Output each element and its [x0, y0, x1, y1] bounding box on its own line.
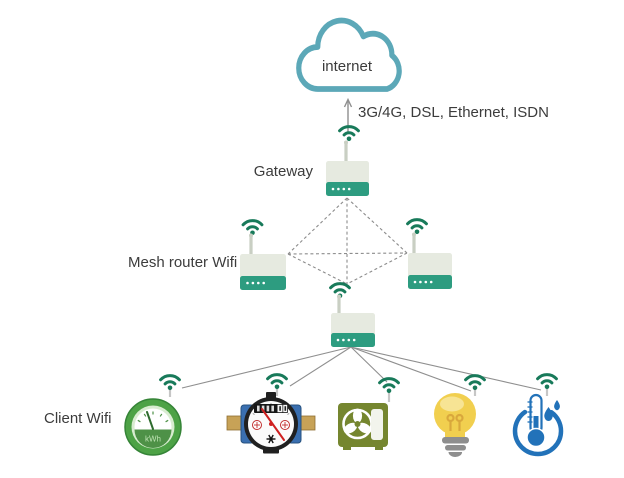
uplink-label: 3G/4G, DSL, Ethernet, ISDN: [358, 104, 549, 121]
wifi-icon: [266, 373, 288, 391]
wifi-icon: [378, 377, 400, 395]
kwh-badge: kWh: [145, 435, 161, 444]
mesh-label: Mesh router Wifi: [128, 254, 238, 271]
water-drop-icon: [544, 407, 553, 421]
mesh-router-bottom: [329, 282, 375, 347]
internet-label: internet: [321, 58, 373, 75]
water-meter-icon: [226, 392, 316, 454]
internet-cloud: [296, 17, 402, 92]
wifi-icon: [536, 373, 558, 391]
light-bulb-icon: [434, 393, 476, 458]
uplink-arrow: [343, 97, 353, 134]
wifi-icon: [338, 125, 360, 143]
wifi-icon: [159, 374, 181, 392]
client-links: [181, 346, 542, 392]
water-drop-icon: [554, 400, 560, 411]
gateway-router: [326, 125, 369, 196]
mesh-links: [287, 197, 408, 285]
temperature-sensor-icon: [512, 393, 564, 457]
energy-meter-icon: kWh: [124, 398, 182, 456]
air-conditioner-icon: [338, 403, 388, 450]
wifi-icon: [241, 219, 264, 237]
wifi-icon: [464, 374, 486, 392]
cloud-icon: [296, 17, 402, 92]
wifi-icon: [406, 218, 428, 236]
mesh-router-left: [240, 219, 286, 290]
client-wifi-icons: [159, 373, 558, 402]
client-label: Client Wifi: [44, 410, 112, 427]
mesh-router-right: [406, 218, 452, 289]
gateway-label: Gateway: [253, 163, 313, 180]
